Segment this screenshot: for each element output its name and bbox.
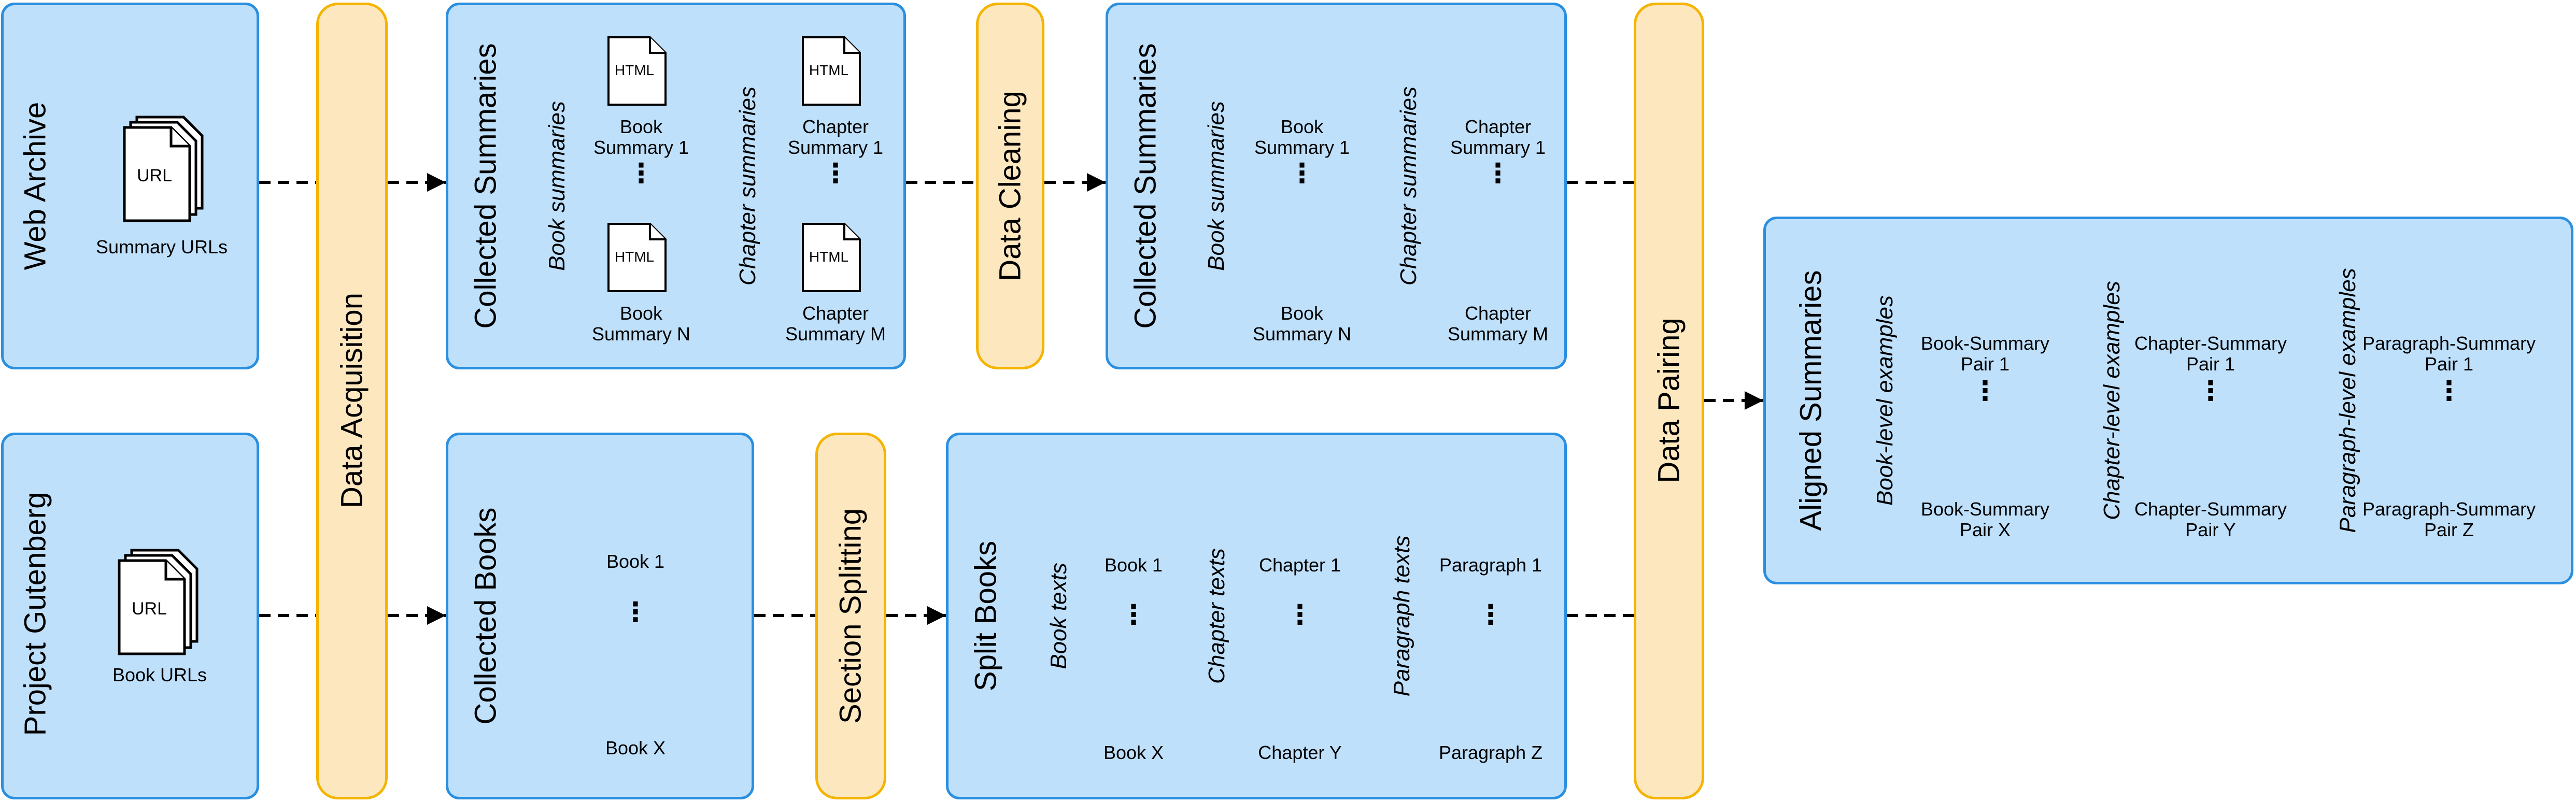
ellipsis: ⋮: [2197, 376, 2224, 406]
paragraph-summary-pair-1-label: Paragraph-Summary Pair 1: [2362, 333, 2536, 375]
collected-summaries-text-title: Collected Summaries: [1128, 43, 1163, 329]
chapter-summaries-header: Chapter summaries: [1396, 87, 1421, 285]
html-file-icon: HTML: [607, 223, 667, 292]
book-x-label: Book X: [605, 737, 666, 758]
split-books-box: [946, 433, 1567, 799]
book-texts-header: Book texts: [1046, 563, 1071, 669]
ellipsis: ⋮: [1477, 600, 1504, 630]
collected-summaries-html-box: [446, 3, 906, 369]
split-books-title: Split Books: [969, 540, 1003, 692]
gutenberg-title: Project Gutenberg: [18, 492, 52, 736]
ellipsis: ⋮: [822, 159, 849, 189]
chapter-y-label: Chapter Y: [1258, 742, 1342, 763]
doc-icon-text: HTML: [809, 249, 848, 265]
ellipsis: ⋮: [1289, 159, 1315, 189]
book-summary-pair-x-label: Book-Summary Pair X: [1920, 498, 2050, 540]
ellipsis: ⋮: [1484, 159, 1511, 189]
chapter-summary-1-label: Chapter Summary 1: [1450, 116, 1546, 158]
book-summary-n-label: Book Summary N: [591, 303, 691, 345]
ellipsis: ⋮: [1286, 600, 1313, 630]
book-urls-label: Book URLs: [112, 664, 207, 685]
ellipsis: ⋮: [2436, 376, 2462, 406]
paragraph-summary-pair-z-label: Paragraph-Summary Pair Z: [2362, 498, 2536, 540]
data-pairing-stage: [1634, 3, 1704, 799]
doc-icon-text: HTML: [615, 249, 654, 265]
chapter-texts-header: Chapter texts: [1204, 548, 1229, 684]
book-1-label: Book 1: [1104, 554, 1163, 576]
url-icon-text: URL: [137, 166, 172, 185]
paragraph-1-label: Paragraph 1: [1439, 554, 1542, 576]
url-icon-text: URL: [132, 599, 167, 619]
doc-icon-text: HTML: [809, 62, 848, 78]
data-pairing-label: Data Pairing: [1652, 318, 1686, 483]
html-file-icon: HTML: [802, 36, 861, 106]
paragraph-texts-header: Paragraph texts: [1389, 535, 1414, 697]
aligned-summaries-box: [1763, 217, 2573, 584]
url-stack-icon: URL: [123, 116, 204, 222]
book-summaries-header: Book summaries: [1204, 101, 1229, 271]
paragraph-level-examples-header: Paragraph-level examples: [2335, 268, 2360, 533]
collected-books-title: Collected Books: [469, 507, 503, 725]
data-cleaning-label: Data Cleaning: [993, 91, 1027, 281]
html-file-icon: HTML: [802, 223, 861, 292]
book-summary-pair-1-label: Book-Summary Pair 1: [1920, 333, 2050, 375]
collected-books-box: [446, 433, 754, 799]
data-acquisition-stage: [316, 3, 388, 799]
chapter-summary-m-label: Chapter Summary M: [1447, 303, 1549, 345]
ellipsis: ⋮: [622, 597, 649, 627]
html-file-icon: HTML: [607, 36, 667, 106]
book-summary-1-label: Book Summary 1: [593, 116, 689, 158]
url-stack-icon: URL: [118, 549, 199, 655]
aligned-summaries-title: Aligned Summaries: [1794, 270, 1828, 531]
chapter-summary-1-label: Chapter Summary 1: [787, 116, 884, 158]
ellipsis: ⋮: [1972, 376, 1999, 406]
data-cleaning-stage: [976, 3, 1044, 369]
collected-summaries-html-title: Collected Summaries: [469, 43, 503, 329]
collected-summaries-text-box: [1106, 3, 1567, 369]
summary-urls-label: Summary URLs: [95, 236, 228, 257]
chapter-summary-pair-y-label: Chapter-Summary Pair Y: [2134, 498, 2287, 540]
book-summary-1-label: Book Summary 1: [1254, 116, 1350, 158]
ellipsis: ⋮: [1120, 600, 1147, 630]
data-acquisition-label: Data Acquisition: [335, 293, 369, 508]
ellipsis: ⋮: [628, 159, 655, 189]
web-archive-title: Web Archive: [18, 102, 52, 270]
book-summary-n-label: Book Summary N: [1252, 303, 1352, 345]
chapter-summary-m-label: Chapter Summary M: [785, 303, 886, 345]
paragraph-z-label: Paragraph Z: [1438, 742, 1543, 763]
book-x-label: Book X: [1103, 742, 1164, 763]
doc-icon-text: HTML: [615, 62, 654, 78]
chapter-summary-pair-1-label: Chapter-Summary Pair 1: [2134, 333, 2287, 375]
book-1-label: Book 1: [606, 551, 665, 572]
chapter-1-label: Chapter 1: [1258, 554, 1341, 576]
chapter-level-examples-header: Chapter-level examples: [2099, 281, 2125, 520]
chapter-summaries-header: Chapter summaries: [735, 87, 760, 285]
section-splitting-label: Section Splitting: [833, 508, 868, 724]
book-summaries-header: Book summaries: [544, 101, 570, 271]
book-level-examples-header: Book-level examples: [1872, 295, 1898, 506]
section-splitting-stage: [815, 433, 886, 799]
